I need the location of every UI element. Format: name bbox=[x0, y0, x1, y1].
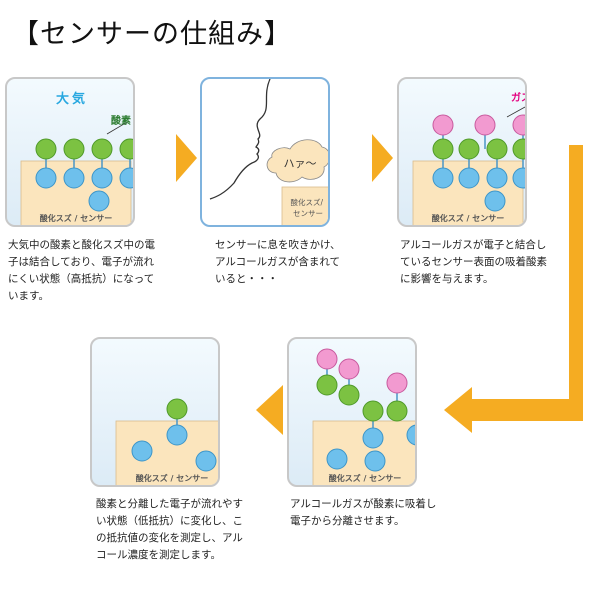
electron bbox=[362, 427, 384, 449]
oxygen-molecule bbox=[166, 398, 188, 420]
step5-panel: 酸化スズ / センサー bbox=[90, 337, 220, 487]
electron bbox=[406, 424, 415, 446]
face-profile bbox=[209, 79, 271, 200]
step2-panel: ハァ～ 酸化スズ/ センサー bbox=[200, 77, 330, 227]
sky-label: 大気 bbox=[56, 91, 88, 107]
electron bbox=[364, 450, 386, 472]
electron bbox=[35, 167, 57, 189]
gas-molecule bbox=[338, 358, 360, 380]
tin-oxide-label: 酸化スズ / センサー bbox=[136, 473, 209, 483]
oxygen-molecule bbox=[486, 138, 508, 160]
oxygen-molecule bbox=[458, 138, 480, 160]
electron bbox=[326, 448, 348, 470]
oxygen-molecule bbox=[432, 138, 454, 160]
oxygen-molecule bbox=[316, 374, 338, 396]
electron bbox=[484, 190, 506, 212]
electron bbox=[91, 167, 113, 189]
step4-panel: 酸化スズ / センサー bbox=[287, 337, 417, 487]
electron bbox=[88, 190, 110, 212]
oxygen-label: 酸素 bbox=[111, 114, 131, 127]
arrow-step1-to-step2 bbox=[176, 134, 197, 182]
gas-molecule bbox=[512, 114, 525, 136]
electron bbox=[486, 167, 508, 189]
electron bbox=[432, 167, 454, 189]
gas-molecule bbox=[474, 114, 496, 136]
speech-bubble bbox=[266, 139, 328, 183]
oxygen-molecule bbox=[63, 138, 85, 160]
electron bbox=[166, 424, 188, 446]
step1-caption: 大気中の酸素と酸化スズ中の電 子は結合しており、電子が流れ にくい状態（高抵抗）… bbox=[8, 239, 155, 302]
step3-panel: ガス 酸化スズ / センサー bbox=[397, 77, 527, 227]
tin-oxide-label: 酸化スズ/ センサー bbox=[291, 197, 326, 218]
arrow-step2-to-step3 bbox=[372, 134, 393, 182]
page-title: 【センサーの仕組み】 bbox=[12, 19, 292, 50]
electron bbox=[63, 167, 85, 189]
oxygen-molecule bbox=[35, 138, 57, 160]
oxygen-molecule bbox=[119, 138, 133, 160]
arrow-step3-to-step4 bbox=[444, 145, 583, 433]
step1-panel: 大気 酸素 酸化スズ / センサー bbox=[5, 77, 135, 227]
tin-oxide-label: 酸化スズ / センサー bbox=[329, 473, 402, 483]
oxygen-molecule bbox=[512, 138, 525, 160]
oxygen-molecule bbox=[362, 400, 384, 422]
gas-molecule bbox=[316, 348, 338, 370]
step4-caption: アルコールガスが酸素に吸着し 電子から分離させます。 bbox=[290, 498, 437, 527]
oxygen-molecule bbox=[91, 138, 113, 160]
tin-oxide-label: 酸化スズ / センサー bbox=[432, 213, 505, 223]
breath-label: ハァ～ bbox=[284, 157, 317, 170]
electron bbox=[458, 167, 480, 189]
step2-caption: センサーに息を吹きかけ、 アルコールガスが含まれて いると・・・ bbox=[215, 239, 341, 285]
step3-caption: アルコールガスが電子と結合し ているセンサー表面の吸着酸素 に影響を与えます。 bbox=[400, 239, 547, 285]
electron bbox=[512, 167, 525, 189]
tin-oxide-sensor bbox=[281, 186, 328, 225]
oxygen-molecule bbox=[338, 384, 360, 406]
gas-label: ガス bbox=[511, 91, 527, 104]
arrow-step4-to-step5 bbox=[256, 385, 283, 435]
step5-caption: 酸素と分離した電子が流れやす い状態（低抵抗）に変化し、こ の抵抗値の変化を測定… bbox=[96, 498, 243, 561]
gas-molecule bbox=[432, 114, 454, 136]
electron bbox=[195, 450, 217, 472]
electron bbox=[119, 167, 133, 189]
gas-molecule bbox=[386, 372, 408, 394]
electron bbox=[131, 440, 153, 462]
oxygen-molecule bbox=[386, 400, 408, 422]
tin-oxide-label: 酸化スズ / センサー bbox=[40, 213, 113, 223]
